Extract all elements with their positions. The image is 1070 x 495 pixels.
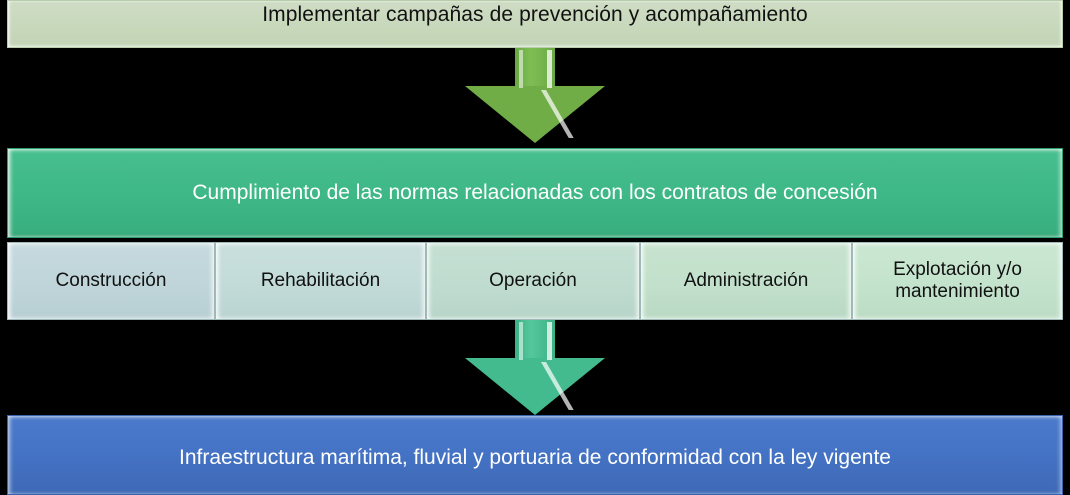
category-label: Explotación y/o mantenimiento (893, 259, 1022, 302)
middle-process-box: Cumplimiento de las normas relacionadas … (7, 148, 1063, 238)
arrow-gloss-left (519, 50, 523, 88)
arrow-head (465, 358, 605, 415)
category-label: Construcción (55, 270, 167, 291)
arrow-head (465, 86, 605, 143)
arrow-down-icon-top (465, 48, 605, 143)
category-box-construccion: Construcción (7, 242, 215, 320)
bottom-process-box: Infraestructura marítima, fluvial y port… (7, 415, 1063, 495)
arrow-gloss-left (519, 322, 523, 360)
bottom-process-label: Infraestructura marítima, fluvial y port… (178, 446, 891, 469)
category-label: Rehabilitación (260, 270, 381, 291)
arrow-down-icon-bottom (465, 320, 605, 415)
category-box-rehabilitacion: Rehabilitación (215, 242, 426, 320)
category-box-operacion: Operación (426, 242, 640, 320)
category-label: Administración (683, 270, 809, 291)
category-row: Construcción Rehabilitación Operación Ad… (7, 242, 1063, 320)
category-box-explotacion-mantenimiento: Explotación y/o mantenimiento (852, 242, 1063, 320)
category-label: Operación (489, 270, 577, 291)
top-process-label: Implementar campañas de prevención y aco… (262, 3, 808, 26)
diagram-canvas: Implementar campañas de prevención y aco… (7, 0, 1063, 495)
arrow-gloss-right (547, 50, 552, 88)
category-box-administracion: Administración (640, 242, 852, 320)
top-process-box: Implementar campañas de prevención y aco… (7, 0, 1063, 48)
arrow-gloss-right (547, 322, 552, 360)
middle-process-label: Cumplimiento de las normas relacionadas … (192, 181, 878, 204)
